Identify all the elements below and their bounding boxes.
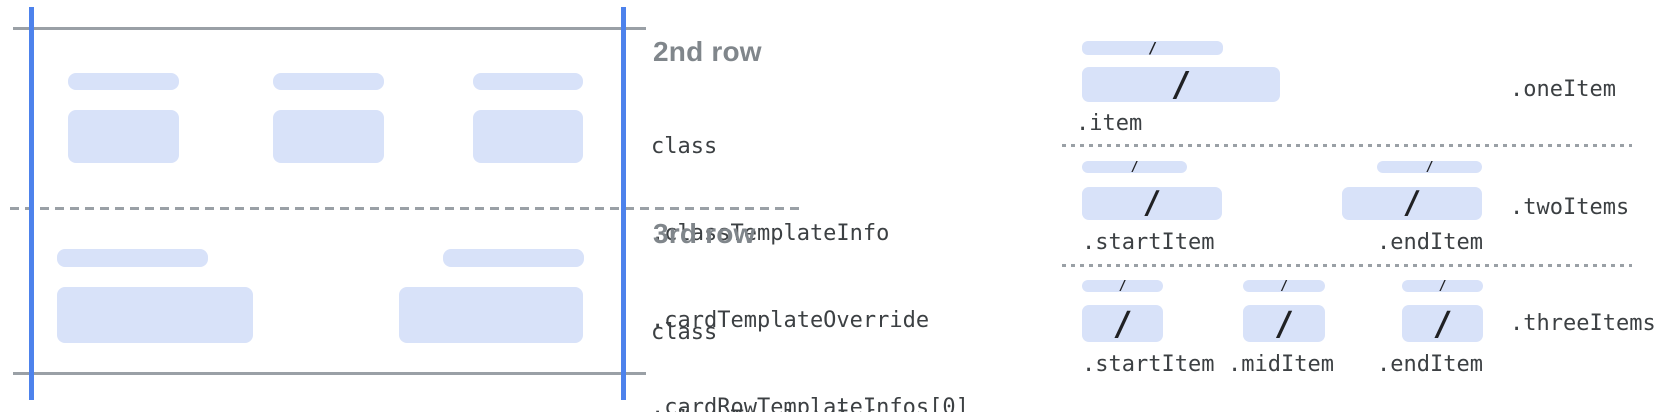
slash-glyph: / [1112, 305, 1133, 342]
three-items-start-label-bar: / [1082, 280, 1163, 292]
three-items-mid-label-bar: / [1243, 280, 1325, 292]
card-top-border-line [13, 27, 646, 30]
row2-path-line: .classTemplateInfo [651, 221, 890, 246]
two-items-end-label-bar: / [1377, 161, 1482, 173]
three-items-mid-value-bar: / [1243, 305, 1325, 342]
row3-annotation-paths: class .classTemplateInfo .cardTemplateOv… [651, 260, 969, 412]
slash-glyph: / [1170, 67, 1192, 102]
row2-path-line: .cardRowTemplateInfos[0] [651, 395, 969, 412]
card-bottom-border-line [13, 372, 646, 375]
three-items-start-value-bar: / [1082, 305, 1163, 342]
three-items-section-label: .threeItems [1510, 311, 1656, 336]
row3-annotation-title: 3rd row [653, 218, 756, 249]
row3-end-value-placeholder [399, 287, 583, 343]
row2-col2-value-placeholder [273, 110, 384, 163]
row2-col1-value-placeholder [68, 110, 179, 163]
two-items-start-value-bar: / [1082, 187, 1222, 220]
slash-glyph: / [1280, 280, 1288, 292]
two-items-end-value-bar: / [1342, 187, 1482, 220]
row2-path-line: .cardTemplateOverride [651, 308, 930, 333]
slash-glyph: / [1274, 305, 1294, 342]
row3-start-value-placeholder [57, 287, 253, 343]
row3-path-line: class [651, 320, 718, 345]
two-items-start-caption: .startItem [1082, 230, 1215, 255]
slash-glyph: / [1142, 187, 1162, 220]
slash-glyph: / [1438, 280, 1447, 292]
slash-glyph: / [1432, 305, 1453, 342]
slash-glyph: / [1425, 161, 1434, 173]
row-divider-dashed-line [10, 207, 800, 210]
row2-annotation-title: 2nd row [653, 36, 762, 67]
slash-glyph: / [1130, 161, 1139, 173]
row2-col1-label-placeholder [68, 73, 179, 90]
one-item-caption: .item [1076, 111, 1143, 136]
row3-start-label-placeholder [57, 249, 208, 267]
one-item-section-label: .oneItem [1510, 77, 1616, 102]
row2-col3-label-placeholder [473, 73, 583, 90]
two-items-end-caption: .endItem [1377, 230, 1483, 255]
slash-glyph: / [1118, 280, 1127, 292]
legend-section-divider [1062, 144, 1632, 147]
row3-end-label-placeholder [443, 249, 584, 267]
row2-annotation-paths: class .classTemplateInfo .cardTemplateOv… [651, 74, 969, 412]
three-items-end-caption: .endItem [1377, 352, 1483, 377]
card-right-edge-line [621, 7, 626, 400]
legend-section-divider [1062, 264, 1632, 267]
card-left-edge-line [29, 7, 34, 400]
three-items-end-label-bar: / [1402, 280, 1483, 292]
row2-col2-label-placeholder [273, 73, 384, 90]
slash-glyph: / [1147, 41, 1158, 55]
two-items-section-label: .twoItems [1510, 195, 1630, 220]
three-items-mid-caption: .midItem [1228, 352, 1334, 377]
slash-glyph: / [1402, 187, 1422, 220]
row2-path-line: class [651, 134, 718, 159]
three-items-start-caption: .startItem [1082, 352, 1215, 377]
one-item-value-bar: / [1082, 67, 1280, 102]
two-items-start-label-bar: / [1082, 161, 1187, 173]
three-items-end-value-bar: / [1402, 305, 1483, 342]
one-item-label-bar: / [1082, 41, 1223, 55]
row2-col3-value-placeholder [473, 110, 583, 163]
row3-path-line: .classTemplateInfo [651, 405, 969, 412]
